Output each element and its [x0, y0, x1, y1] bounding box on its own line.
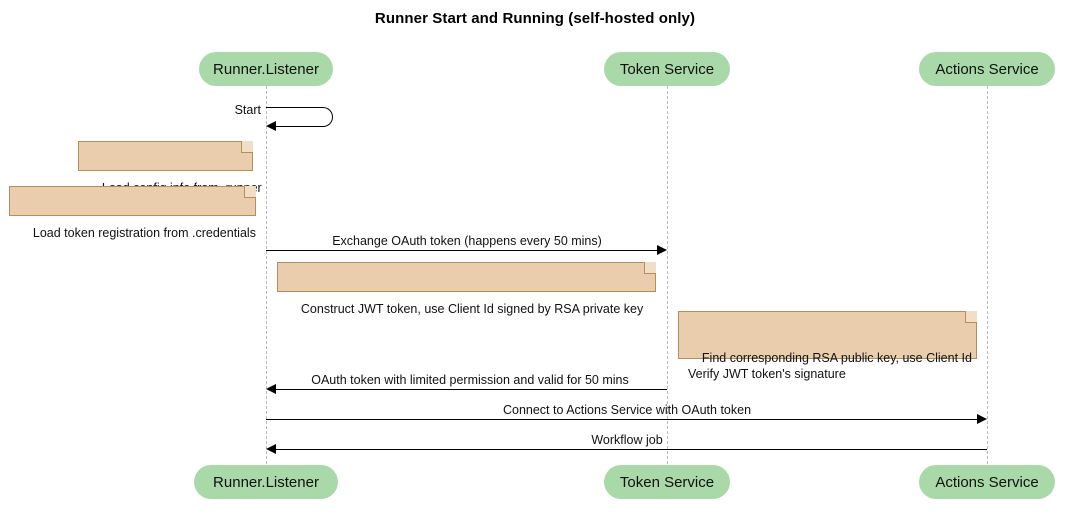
message-label-workflow: Workflow job	[591, 433, 663, 447]
participant-actions-bottom[interactable]: Actions Service	[919, 465, 1055, 499]
note-verify-jwt: Find corresponding RSA public key, use C…	[678, 311, 977, 381]
note-fold-corner-icon	[644, 262, 656, 274]
note-text: Load token registration from .credential…	[32, 226, 256, 240]
lifeline-token	[667, 86, 668, 464]
message-line-connect	[266, 419, 977, 420]
message-line-workflow	[276, 449, 987, 450]
participant-label: Runner.Listener	[213, 60, 319, 78]
note-construct-jwt: Construct JWT token, use Client Id signe…	[277, 262, 656, 316]
participant-label: Runner.Listener	[213, 473, 319, 491]
note-text: Construct JWT token, use Client Id signe…	[300, 302, 644, 316]
participant-runner-top[interactable]: Runner.Listener	[199, 52, 333, 86]
note-fold-corner-icon	[965, 311, 977, 323]
message-label-exchange: Exchange OAuth token (happens every 50 m…	[332, 234, 602, 248]
message-label-connect: Connect to Actions Service with OAuth to…	[502, 403, 752, 417]
participant-token-top[interactable]: Token Service	[604, 52, 730, 86]
participant-token-bottom[interactable]: Token Service	[604, 465, 730, 499]
message-line-exchange	[266, 250, 657, 251]
arrowhead-left	[266, 444, 276, 454]
message-label-start: Start	[234, 103, 261, 117]
arrowhead-left	[266, 384, 276, 394]
message-line-oauth-return	[276, 389, 667, 390]
arrowhead-left	[266, 121, 276, 131]
participant-label: Token Service	[619, 473, 715, 491]
diagram-title: Runner Start and Running (self-hosted on…	[374, 10, 696, 27]
message-start-selfloop	[266, 107, 333, 131]
message-label-oauth-return: OAuth token with limited permission and …	[311, 373, 629, 387]
participant-actions-top[interactable]: Actions Service	[919, 52, 1055, 86]
note-fold-corner-icon	[241, 141, 253, 153]
note-load-config: Load config info from .runner	[78, 141, 262, 195]
participant-label: Actions Service	[935, 473, 1039, 491]
participant-label: Token Service	[619, 60, 715, 78]
note-fold-corner-icon	[244, 186, 256, 198]
lifeline-actions	[987, 86, 988, 464]
arrowhead-right	[657, 245, 667, 255]
note-text: Find corresponding RSA public key, use C…	[688, 351, 972, 381]
arrowhead-right	[977, 414, 987, 424]
participant-runner-bottom[interactable]: Runner.Listener	[194, 465, 338, 499]
lifeline-runner	[266, 86, 267, 464]
participant-label: Actions Service	[935, 60, 1039, 78]
note-load-credentials: Load token registration from .credential…	[9, 186, 256, 240]
